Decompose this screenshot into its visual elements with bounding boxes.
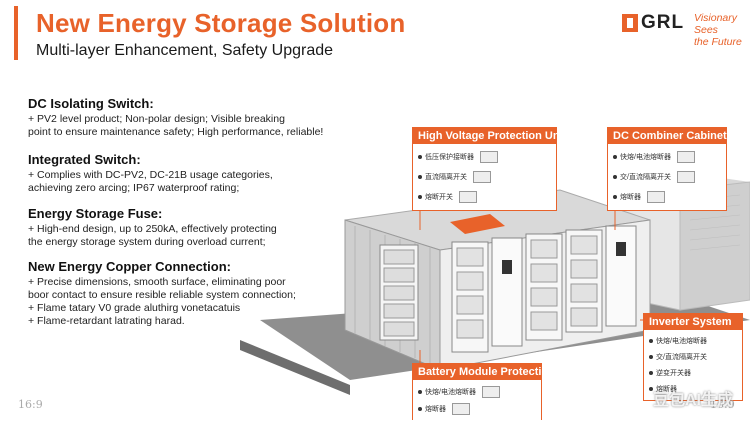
component-thumb-icon <box>647 191 665 203</box>
logo-brand-text: GRL <box>641 12 685 33</box>
footer-aspect-left: 16:9 <box>18 398 43 411</box>
bullet-icon <box>418 175 422 179</box>
feature-title: DC Isolating Switch: <box>28 96 154 111</box>
feature-line: + High-end design, up to 250kA, effectiv… <box>28 223 277 235</box>
feature-line: + Precise dimensions, smooth surface, el… <box>28 276 286 288</box>
callout-item: 快熔/电池熔断器 <box>418 383 536 400</box>
callout-item: 熔断器 <box>418 400 536 417</box>
feature-copper-connection: New Energy Copper Connection: + Precise … <box>28 259 328 328</box>
control-cabinet <box>605 225 637 327</box>
feature-line: + PV2 level product; Non-polar design; V… <box>28 113 285 125</box>
bullet-icon <box>649 339 653 343</box>
bullet-icon <box>418 155 422 159</box>
component-thumb-icon <box>480 151 498 163</box>
component-thumb-icon <box>452 402 470 415</box>
slogan-line-2: the Future <box>694 36 742 48</box>
callout-title: Inverter System <box>644 314 742 330</box>
brand-logo: GRL <box>622 12 684 34</box>
bullet-icon <box>613 155 617 159</box>
feature-line: achieving zero arcing; IP67 waterproof r… <box>28 182 240 194</box>
bullet-icon <box>613 175 617 179</box>
bullet-icon <box>613 195 617 199</box>
callout-item: 交/直流隔离开关 <box>613 167 721 187</box>
component-thumb-icon <box>481 385 500 398</box>
callout-title: Battery Module Protection <box>413 364 555 380</box>
feature-line: point to ensure maintenance safety; High… <box>28 126 324 138</box>
feature-line: + Flame tatary V0 grade aluthirg vonetac… <box>28 302 241 314</box>
callout-item: 快熔/电池熔断器 <box>649 333 737 349</box>
bullet-icon <box>649 355 653 359</box>
feature-energy-storage-fuse: Energy Storage Fuse: + High-end design, … <box>28 206 328 249</box>
bullet-icon <box>649 387 653 391</box>
callout-item: 直流隔离开关 <box>418 167 551 187</box>
feature-line: + Complies with DC-PV2, DC-21B usage cat… <box>28 169 273 181</box>
page-subtitle: Multi-layer Enhancement, Safety Upgrade <box>36 42 334 59</box>
component-thumb-icon <box>676 171 695 183</box>
feature-title: New Energy Copper Connection: <box>28 259 231 274</box>
component-thumb-icon <box>473 171 491 183</box>
callout-item: 逆变开关器 <box>649 365 737 381</box>
slogan-line-1: Visionary Sees <box>694 12 737 36</box>
battery-racks <box>379 225 637 353</box>
page-title: New Energy Storage Solution <box>36 8 406 38</box>
feature-dc-isolating-switch: DC Isolating Switch: + PV2 level product… <box>28 96 328 139</box>
component-thumb-icon <box>676 151 695 163</box>
logo-mark-icon <box>622 14 638 32</box>
callout-item: 熔断器 <box>613 187 721 207</box>
brand-slogan: Visionary Sees the Future <box>694 12 750 48</box>
footer-aspect-right: 16:9 <box>710 398 735 411</box>
bullet-icon <box>418 389 422 394</box>
callout-title: DC Combiner Cabinet <box>608 128 727 144</box>
bullet-icon <box>418 195 422 199</box>
callout-item: 快熔/电池熔断器 <box>613 147 721 167</box>
callout-item: 熔断开关 <box>418 187 551 207</box>
energy-storage-illustration <box>240 142 750 395</box>
feature-line: + Flame-retardant latrating harad. <box>28 315 185 327</box>
callout-title: High Voltage Protection Unit <box>413 128 566 144</box>
title-accent-bar <box>14 6 18 60</box>
roof-marking <box>450 214 505 234</box>
feature-title: Integrated Switch: <box>28 152 141 167</box>
bullet-icon <box>418 406 422 411</box>
callout-inverter-system: Inverter System 快熔/电池熔断器 交/直流隔离开关 逆变开关器 … <box>643 313 743 401</box>
feature-line: boor contact to ensure resible reliable … <box>28 289 296 301</box>
bullet-icon <box>649 371 653 375</box>
component-thumb-icon <box>459 191 477 203</box>
callout-high-voltage-protection: High Voltage Protection Unit 低压保护接断器 直流隔… <box>412 127 566 211</box>
callout-item: 交/直流隔离开关 <box>649 349 737 365</box>
ground-slab-shadow <box>240 340 350 395</box>
hv-cabinet <box>491 237 523 347</box>
ai-watermark: 豆包AI生成 <box>653 392 734 409</box>
callout-item: 低压保护接断器 <box>418 147 551 167</box>
callout-battery-module-protection: Battery Module Protection 快熔/电池熔断器 熔断器 <box>412 363 555 420</box>
callout-dc-combiner-cabinet: DC Combiner Cabinet 快熔/电池熔断器 交/直流隔离开关 熔断… <box>607 127 727 211</box>
callout-item: 熔断器 <box>649 381 737 397</box>
feature-line: the energy storage system during overloa… <box>28 236 266 248</box>
feature-title: Energy Storage Fuse: <box>28 206 163 221</box>
feature-integrated-switch: Integrated Switch: + Complies with DC-PV… <box>28 152 328 195</box>
